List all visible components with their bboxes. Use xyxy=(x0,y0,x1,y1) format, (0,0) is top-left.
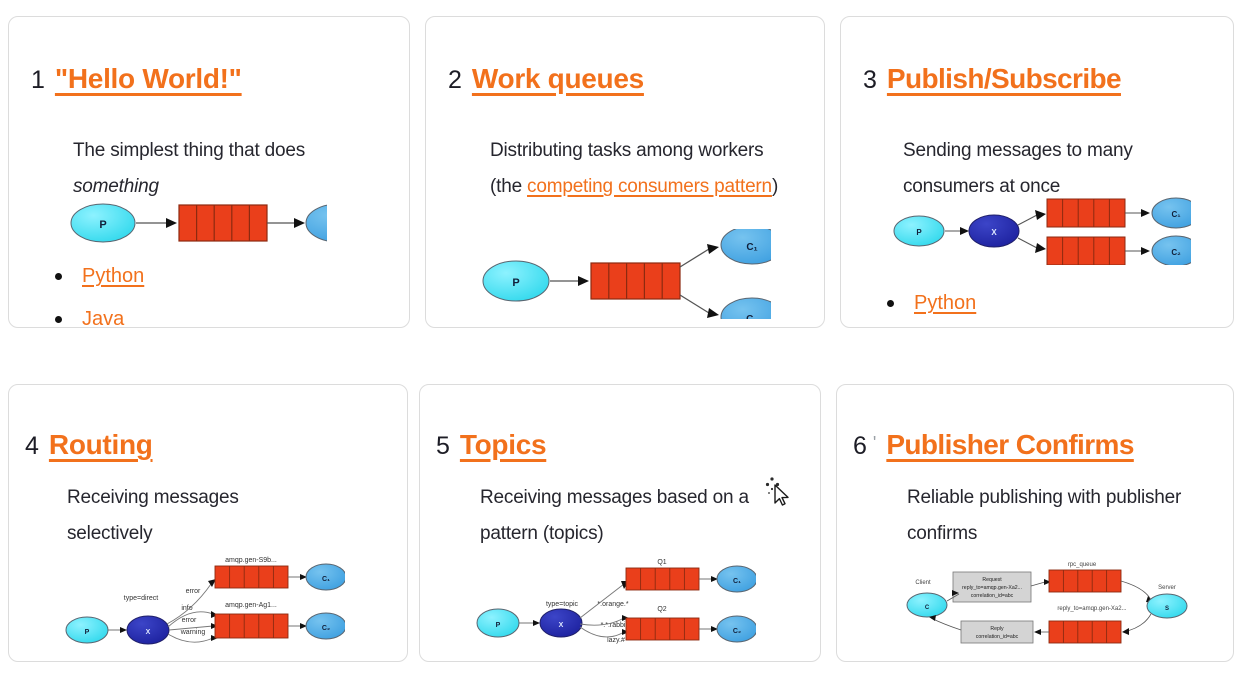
card-description: Receiving messages selectively xyxy=(67,487,239,544)
tutorial-card-routing[interactable]: 4 Routing Receiving messages selectively… xyxy=(8,384,408,662)
card-description: Reliable publishing with publisher confi… xyxy=(907,487,1182,544)
svg-text:correlation_id=abc: correlation_id=abc xyxy=(971,593,1014,599)
svg-text:*.orange.*: *.orange.* xyxy=(597,601,628,608)
card-number: 6 xyxy=(853,432,867,460)
description-text: Distributing tasks among workers (the xyxy=(490,140,764,197)
svg-text:C₁: C₁ xyxy=(733,578,741,585)
svg-text:C₂: C₂ xyxy=(322,625,330,632)
list-item[interactable]: Python xyxy=(55,255,144,298)
work-queues-diagram: P C₁ C₂ xyxy=(481,225,784,327)
bullet-dot-icon xyxy=(55,273,62,280)
link-competing-consumers-pattern[interactable]: competing consumers pattern xyxy=(527,176,772,197)
language-links-list: Python Java xyxy=(55,255,144,328)
publisher-confirms-diagram: Client Server rpc_queue reply_to=amqp.ge… xyxy=(901,548,1191,661)
svg-text:C: C xyxy=(925,605,930,611)
description-emphasis: something xyxy=(73,176,159,197)
svg-text:type=direct: type=direct xyxy=(124,595,158,602)
description-text: The simplest thing that does xyxy=(73,140,306,161)
card-title-link[interactable]: Work queues xyxy=(471,63,644,94)
svg-text:C₁: C₁ xyxy=(746,242,757,253)
svg-text:P: P xyxy=(512,277,519,289)
language-links-list: Python Java xyxy=(887,282,976,327)
svg-text:X: X xyxy=(559,622,564,629)
card-description: Receiving messages based on a pattern (t… xyxy=(480,487,749,544)
description-suffix: ) xyxy=(771,176,779,197)
card-title-link[interactable]: Routing xyxy=(48,429,153,460)
svg-text:Q1: Q1 xyxy=(657,559,666,566)
card-number-mark: ' xyxy=(872,433,877,453)
link-python[interactable]: Python xyxy=(914,292,977,314)
card-title-link[interactable]: "Hello World!" xyxy=(54,63,242,94)
svg-text:amqp.gen-S9b...: amqp.gen-S9b... xyxy=(225,557,277,564)
card-title-link[interactable]: Topics xyxy=(459,429,547,460)
routing-diagram: type=direct error info error warning amq… xyxy=(65,548,347,661)
svg-text:C₁: C₁ xyxy=(1171,210,1181,219)
card-title-link[interactable]: Publisher Confirms xyxy=(886,429,1134,460)
card-heading: 1 "Hello World!" xyxy=(31,63,242,95)
svg-text:rpc_queue: rpc_queue xyxy=(1068,562,1097,568)
svg-text:Client: Client xyxy=(915,580,931,586)
svg-text:Q2: Q2 xyxy=(657,606,666,613)
svg-text:S: S xyxy=(1165,606,1169,612)
card-title-link[interactable]: Publish/Subscribe xyxy=(886,63,1122,94)
svg-text:*.*.rabbit: *.*.rabbit xyxy=(601,622,628,629)
svg-text:reply_to=amqp.gen-Xa2...: reply_to=amqp.gen-Xa2... xyxy=(962,585,1022,591)
svg-text:X: X xyxy=(991,228,997,237)
topics-diagram: type=topic *.orange.* *.*.rabbit lazy.# … xyxy=(476,548,758,661)
card-number: 4 xyxy=(25,432,39,460)
svg-text:warning: warning xyxy=(180,629,206,636)
card-heading: 3 Publish/Subscribe xyxy=(863,63,1122,95)
svg-text:error: error xyxy=(182,617,197,624)
tutorial-card-publisher-confirms[interactable]: 6 ' Publisher Confirms Reliable publishi… xyxy=(836,384,1234,662)
card-heading: 6 ' Publisher Confirms xyxy=(853,429,1134,461)
svg-text:P: P xyxy=(916,228,922,237)
tutorial-card-work-queues[interactable]: 2 Work queues Distributing tasks among w… xyxy=(425,16,825,328)
svg-text:P: P xyxy=(99,219,106,231)
svg-text:correlation_id=abc: correlation_id=abc xyxy=(976,634,1019,640)
svg-text:P: P xyxy=(85,629,90,636)
svg-text:Request: Request xyxy=(982,577,1002,583)
card-number: 1 xyxy=(31,66,45,94)
svg-text:X: X xyxy=(146,629,151,636)
svg-text:lazy.#: lazy.# xyxy=(607,637,625,644)
card-number: 2 xyxy=(448,66,462,94)
tutorial-card-publish-subscribe[interactable]: 3 Publish/Subscribe Sending messages to … xyxy=(840,16,1234,328)
card-description: The simplest thing that does something xyxy=(73,133,383,205)
svg-text:C₁: C₁ xyxy=(322,576,330,583)
sparkle-pointer-cursor xyxy=(765,476,793,506)
publish-subscribe-diagram: P X xyxy=(891,193,1201,270)
card-heading: 5 Topics xyxy=(436,429,547,461)
card-description: Sending messages to many consumers at on… xyxy=(903,140,1133,197)
bullet-dot-icon xyxy=(887,300,894,307)
link-python[interactable]: Python xyxy=(82,265,145,287)
svg-text:reply_to=amqp.gen-Xa2...: reply_to=amqp.gen-Xa2... xyxy=(1057,606,1127,612)
list-item[interactable]: Java xyxy=(55,298,144,328)
svg-text:error: error xyxy=(186,588,201,595)
card-number: 5 xyxy=(436,432,450,460)
tutorial-card-topics[interactable]: 5 Topics Receiving messages based on a p… xyxy=(419,384,821,662)
list-item[interactable]: Python xyxy=(887,282,976,325)
card-heading: 4 Routing xyxy=(25,429,153,461)
svg-text:C₂: C₂ xyxy=(746,314,758,319)
svg-text:P: P xyxy=(496,622,501,629)
card-number: 3 xyxy=(863,66,877,94)
svg-text:info: info xyxy=(181,605,192,612)
card-heading: 2 Work queues xyxy=(448,63,644,95)
tutorial-card-hello-world[interactable]: 1 "Hello World!" The simplest thing that… xyxy=(8,16,410,328)
svg-text:Reply: Reply xyxy=(990,626,1004,632)
svg-text:amqp.gen-Ag1...: amqp.gen-Ag1... xyxy=(225,602,277,609)
svg-text:Server: Server xyxy=(1158,585,1176,591)
svg-text:C₂: C₂ xyxy=(1171,248,1181,257)
bullet-dot-icon xyxy=(55,316,62,323)
card-description: Distributing tasks among workers (the co… xyxy=(490,133,800,205)
hello-world-diagram: P C xyxy=(67,195,371,256)
svg-text:type=topic: type=topic xyxy=(546,601,579,608)
list-item[interactable]: Java xyxy=(887,325,976,327)
link-java[interactable]: Java xyxy=(82,308,125,328)
svg-text:C₂: C₂ xyxy=(733,628,741,635)
